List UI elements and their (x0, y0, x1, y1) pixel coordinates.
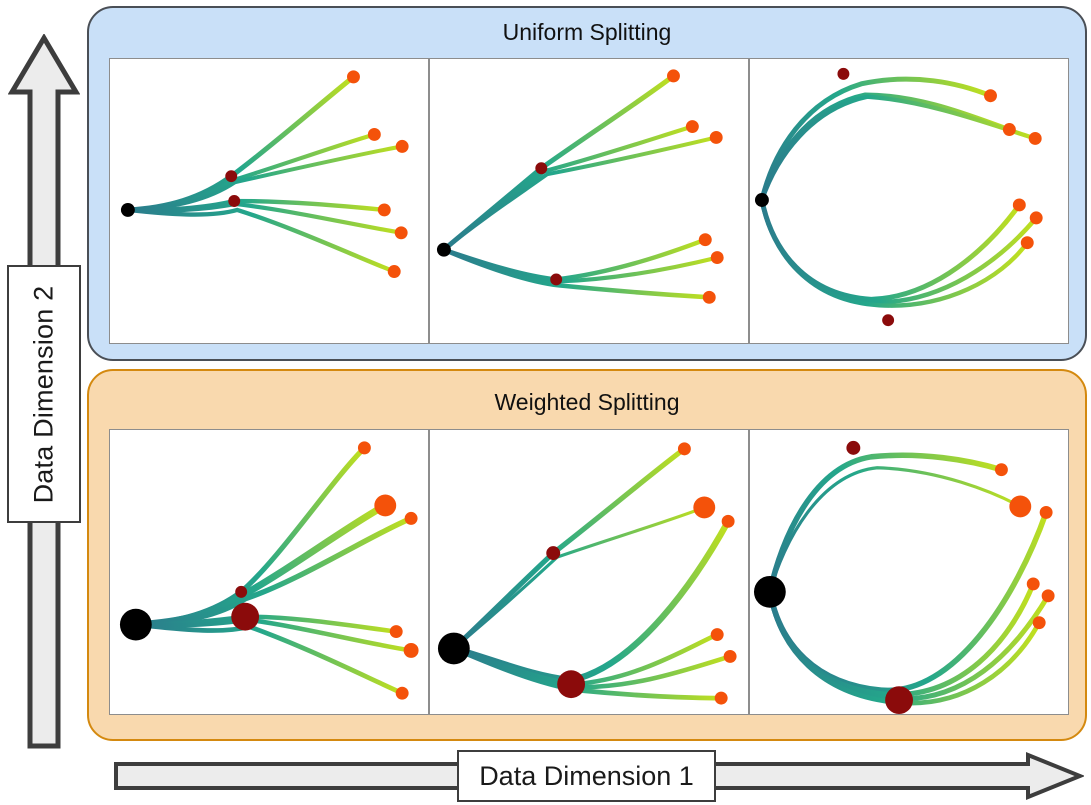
leaf-node (374, 494, 397, 517)
leaf-node (395, 139, 409, 153)
tree-plot-w3 (753, 440, 1055, 714)
tree-edge (759, 92, 1012, 203)
leaf-node (357, 441, 371, 455)
leaf-node (1032, 616, 1046, 630)
leaf-node (685, 120, 699, 133)
tree-edge (759, 197, 1030, 308)
leaf-node (702, 290, 716, 304)
leaf-node (1012, 198, 1026, 212)
axis-label-y-text: Data Dimension 2 (28, 285, 59, 503)
internal-node (228, 195, 241, 207)
panel-weighted-2 (429, 429, 749, 715)
internal-node (557, 670, 586, 699)
tree-edge (125, 207, 397, 274)
panel-weighted-1 (109, 429, 429, 715)
axis-label-x: Data Dimension 1 (457, 750, 716, 802)
root-node (437, 632, 470, 665)
leaf-node (721, 514, 735, 528)
leaf-node (404, 511, 418, 525)
leaf-node (1039, 505, 1053, 519)
tree-edge (759, 76, 993, 203)
leaf-node (1009, 495, 1032, 518)
tree-plot-w1 (119, 441, 419, 700)
tree-edge (125, 144, 405, 212)
panel-strip-weighted (109, 429, 1069, 715)
tree-edge (759, 94, 1038, 203)
tree-edge (133, 515, 414, 628)
tree-edge (132, 501, 389, 629)
tree-edge (125, 74, 356, 213)
leaf-node (698, 233, 712, 247)
tree-plot-u1 (120, 70, 409, 278)
tree-edge (441, 124, 695, 252)
leaf-node (1041, 589, 1055, 603)
leaf-node (347, 70, 360, 84)
tree-edge (768, 466, 1022, 594)
tree-plot-u2 (436, 69, 724, 304)
tree-edge (759, 197, 1039, 305)
tree-edge (441, 247, 712, 300)
internal-node (225, 170, 238, 183)
leaf-node (693, 496, 716, 519)
leaf-node (1029, 211, 1043, 225)
group-title-uniform: Uniform Splitting (502, 19, 672, 45)
panel-strip-uniform (109, 58, 1069, 344)
leaf-node (389, 625, 403, 639)
internal-node (846, 440, 861, 455)
leaf-node (1026, 577, 1040, 591)
group-uniform-splitting: Uniform Splitting (87, 6, 1087, 361)
leaf-node (723, 649, 737, 663)
leaf-node (377, 203, 391, 217)
root-node (754, 193, 769, 207)
tree-edge (133, 622, 405, 696)
panel-uniform-1 (109, 58, 429, 344)
internal-node (550, 273, 563, 286)
leaf-node (984, 89, 997, 103)
leaf-node (1002, 123, 1016, 136)
axis-label-x-text: Data Dimension 1 (479, 760, 694, 791)
leaf-node (403, 643, 419, 658)
panel-weighted-3 (749, 429, 1069, 715)
group-weighted-splitting: Weighted Splitting (87, 369, 1087, 741)
leaf-node (1020, 236, 1034, 250)
leaf-node (667, 69, 680, 83)
tree-edge (452, 505, 706, 651)
leaf-node (367, 128, 381, 141)
tree-edge (767, 452, 1005, 595)
axis-label-y: Data Dimension 2 (7, 265, 81, 523)
tree-edge (441, 135, 719, 252)
internal-node (235, 585, 248, 598)
tree-edge (441, 237, 708, 282)
tree-edge (125, 132, 377, 213)
leaf-node (1028, 131, 1042, 145)
leaf-node (677, 442, 691, 456)
leaf-node (714, 691, 728, 705)
internal-node (535, 162, 548, 175)
internal-node (837, 67, 850, 80)
leaf-node (395, 686, 409, 700)
internal-node (885, 686, 913, 714)
leaf-node (709, 130, 723, 144)
internal-node (882, 314, 895, 327)
leaf-node (710, 251, 724, 265)
leaf-node (387, 265, 401, 278)
tree-plot-u3 (754, 67, 1043, 327)
leaf-node (710, 628, 724, 642)
group-title-weighted: Weighted Splitting (494, 389, 680, 415)
root-node (120, 202, 135, 217)
panel-uniform-3 (749, 58, 1069, 344)
tree-edge (767, 589, 1051, 702)
root-node (753, 575, 786, 608)
tree-plot-w2 (437, 442, 737, 705)
root-node (119, 608, 152, 641)
leaf-node (994, 463, 1008, 477)
panel-uniform-2 (429, 58, 749, 344)
root-node (436, 242, 451, 257)
internal-node (231, 602, 260, 631)
internal-node (546, 546, 561, 561)
leaf-node (394, 226, 408, 240)
